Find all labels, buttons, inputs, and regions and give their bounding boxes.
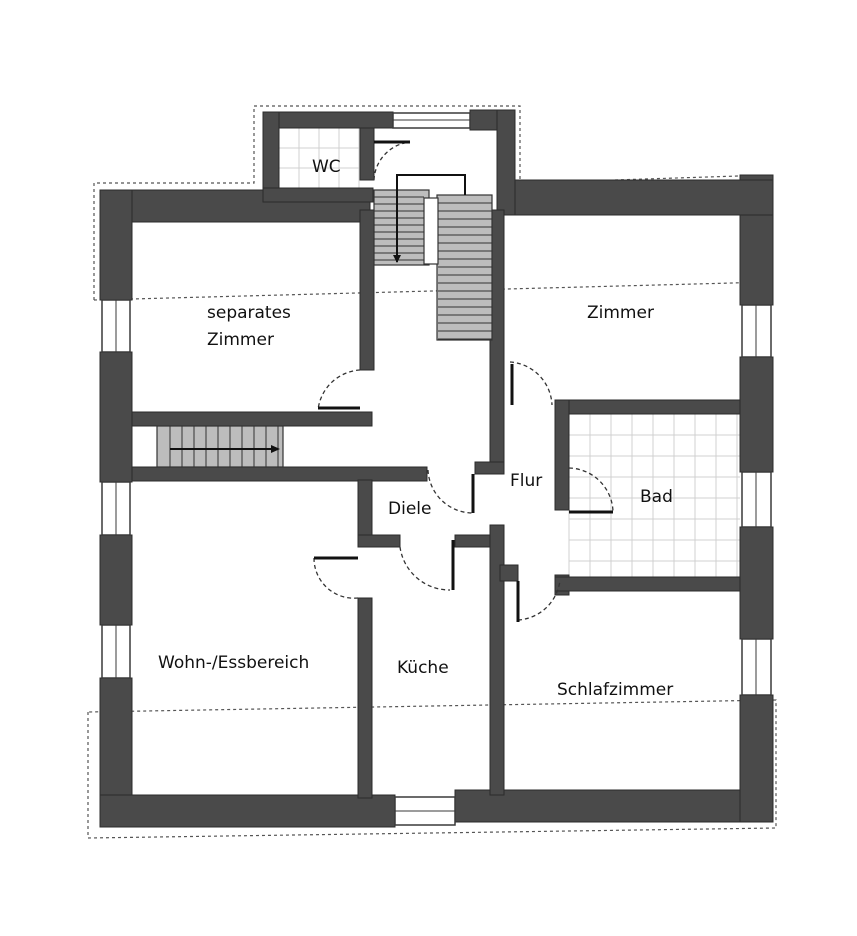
window-right-1	[741, 304, 772, 358]
label-wohn: Wohn-/Essbereich	[158, 653, 309, 673]
label-bad: Bad	[640, 487, 673, 507]
window-left-2	[101, 481, 131, 536]
small-staircase	[156, 425, 284, 468]
label-flur: Flur	[510, 471, 542, 491]
door-wohn	[313, 556, 359, 599]
window-bottom-kueche	[394, 796, 456, 826]
label-diele: Diele	[388, 499, 431, 519]
window-left-1	[101, 299, 131, 353]
door-separates-zimmer	[317, 369, 361, 411]
outer-walls	[99, 109, 774, 828]
dashed-outline	[87, 105, 777, 839]
door-kueche	[399, 540, 455, 591]
door-bad	[568, 467, 614, 514]
label-separates-zimmer: Zimmer	[207, 330, 274, 350]
door-zimmer	[509, 361, 553, 406]
window-left-3	[101, 624, 131, 679]
label-wc: WC	[312, 157, 341, 177]
doors	[313, 140, 614, 622]
window-right-2	[741, 471, 772, 528]
main-staircase	[373, 174, 493, 341]
interior-walls	[131, 127, 741, 799]
room-labels: WC separates Zimmer Zimmer Flur Bad Diel…	[158, 157, 673, 700]
label-schlaf: Schlafzimmer	[557, 680, 673, 700]
door-schlaf	[516, 579, 561, 622]
label-kueche: Küche	[397, 658, 449, 678]
label-zimmer: Zimmer	[587, 303, 654, 323]
window-top-stair	[392, 112, 471, 129]
door-wc	[373, 140, 411, 181]
window-right-3	[741, 638, 772, 696]
label-separates: separates	[207, 303, 291, 323]
windows	[101, 112, 772, 826]
door-diele	[427, 469, 475, 514]
